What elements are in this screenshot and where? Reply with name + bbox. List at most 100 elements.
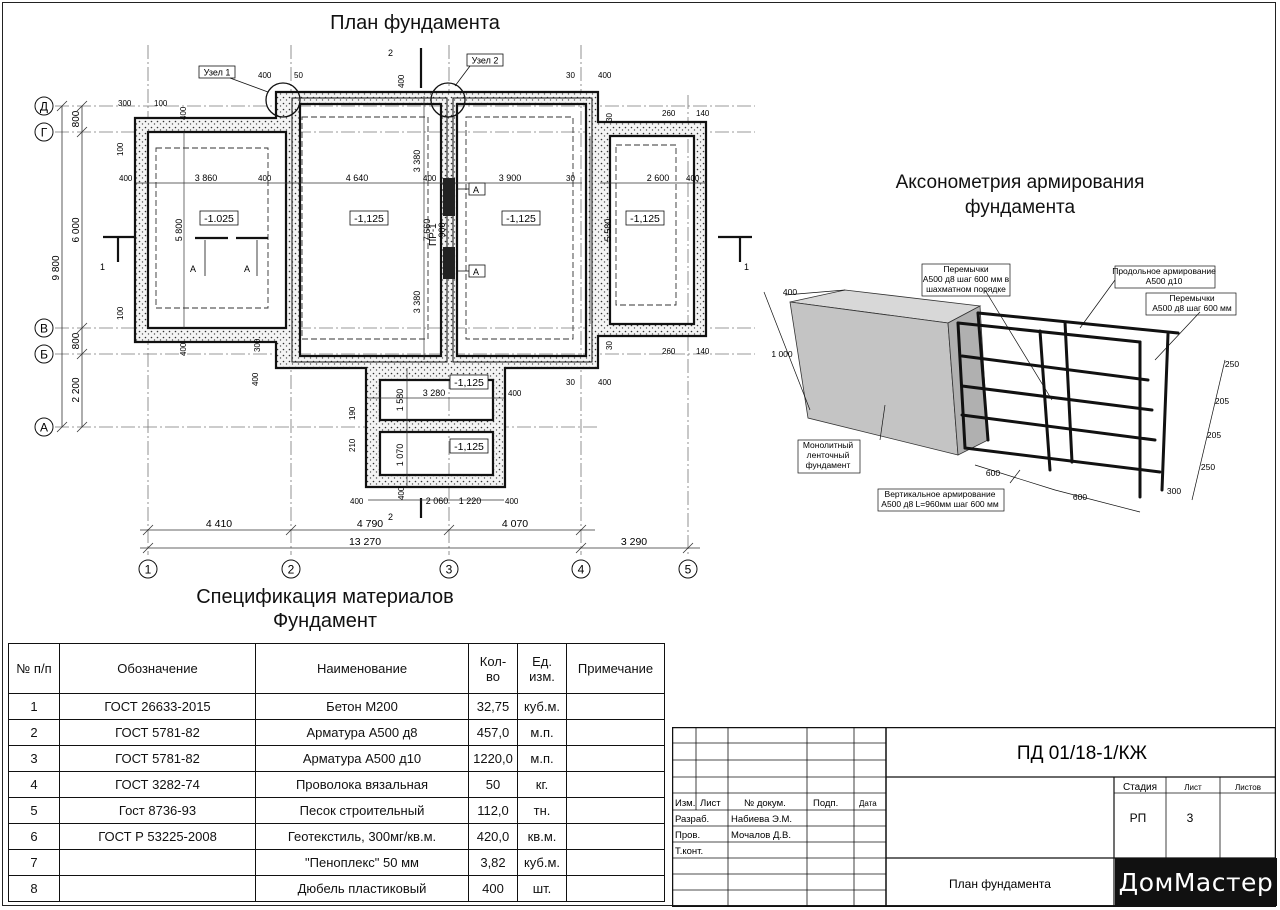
axis-2: 2 [288,563,295,577]
bottom-dim-chain [140,524,700,554]
svg-text:300: 300 [118,99,132,108]
wall-pier-top [443,178,455,216]
axis-5: 5 [685,563,692,577]
svg-text:300: 300 [253,338,262,352]
spec-col-name: Наименование [255,643,469,694]
axo-title-line2: фундамента [964,197,1076,218]
room-dim-r6: 2 060 [426,496,449,506]
wall-pier-bottom [443,247,455,279]
bottom-dim-1: 4 410 [206,518,232,530]
axo-title: Аксонометрия армирования фундамента [860,170,1180,220]
svg-text:400: 400 [350,497,364,506]
svg-text:100: 100 [154,99,168,108]
svg-text:400: 400 [119,174,133,183]
room-h6: 1 070 [395,444,405,467]
stamp-sheets-label: Листов [1235,783,1261,792]
svg-text:100: 100 [116,306,125,320]
svg-text:50: 50 [294,71,303,80]
spec-table: № п/п Обозначение Наименование Кол-во Ед… [8,643,665,902]
node2-label: Узел 2 [472,56,499,66]
room-h3b: 3 380 [412,291,422,314]
room-dim-r4: 2 600 [647,173,670,183]
svg-text:400: 400 [397,74,406,88]
spec-col-num: № п/п [8,643,60,694]
axis-b: Б [40,348,48,362]
left-dim-3: 800 [71,332,82,349]
stamp-sheet: 3 [1187,811,1194,825]
stamp-name-prov: Мочалов Д.В. [731,830,791,841]
stamp-sheet-title: План фундамента [949,877,1051,891]
inner-outlines [291,97,593,363]
room-dims: 3 860 4 640 3 900 2 600 3 280 2 060 1 22… [195,173,670,506]
svg-text:30: 30 [566,378,575,387]
level-3: -1,125 [506,213,536,225]
section-1-left: 1 [100,262,105,272]
room-h2: 7 660 [422,219,432,242]
bottom-dim-2: 4 790 [357,518,383,530]
room-dim-r6b: 1 220 [459,496,482,506]
svg-text:400: 400 [598,71,612,80]
level-2: -1,125 [354,213,384,225]
title-block: Изм. Лист № докум. Подп. Дата Разраб. На… [672,727,1276,907]
spec-col-unit: Ед. изм. [517,643,567,694]
section-a-1: А [190,264,196,274]
node2-circle [430,82,466,118]
room-h5: 1 580 [395,389,405,412]
bottom-dim-total: 13 270 [349,536,381,548]
level-4: -1,125 [630,213,660,225]
left-dim-total: 9 800 [51,255,62,280]
node1-circle [265,82,301,118]
section-2-bottom: 2 [388,512,393,522]
room-dim-r2: 4 640 [346,173,369,183]
svg-text:400: 400 [258,174,272,183]
left-dim-2: 6 000 [71,217,82,242]
wall-opening-label: ПР-1 [428,223,439,246]
left-dim-1: 800 [71,110,82,127]
level-6: -1,125 [454,441,484,453]
svg-text:400: 400 [598,378,612,387]
svg-text:400: 400 [423,174,437,183]
room-dim-r5: 3 280 [423,388,446,398]
axis-1: 1 [145,563,152,577]
svg-text:140: 140 [696,347,710,356]
svg-text:260: 260 [662,347,676,356]
left-dim-chain [56,100,88,433]
svg-text:30: 30 [566,174,575,183]
stamp-col-doc: № докум. [744,798,786,809]
stamp-row-tkont: Т.конт. [675,846,703,857]
spec-title-line2: Фундамент [272,610,378,632]
room-h3a: 3 380 [412,150,422,173]
room-h1: 5 800 [174,219,184,242]
section-a-2: А [244,264,250,274]
spec-col-designation: Обозначение [59,643,256,694]
axis-g: Г [41,126,48,140]
room-heights: 5 800 7 660 3 380 3 380 900 5 580 1 580 … [174,150,613,467]
room-dim-r3: 3 900 [499,173,522,183]
company-logo: ДомМастер [1115,858,1277,906]
section-a-4: А [473,267,479,277]
stamp-col-sign: Подп. [813,798,838,809]
spec-col-qty: Кол-во [468,643,518,694]
axis-4: 4 [578,563,585,577]
svg-text:140: 140 [696,109,710,118]
room-dim-lines [136,96,706,501]
svg-text:400: 400 [505,497,519,506]
svg-text:400: 400 [251,372,260,386]
stamp-row-razrab: Разраб. [675,814,709,825]
plan-title: План фундамента [330,12,500,34]
bottom-dim-3: 4 070 [502,518,528,530]
svg-text:100: 100 [116,142,125,156]
section-1-right: 1 [744,262,749,272]
bottom-dims: 4 410 4 790 4 070 13 270 3 290 [206,518,647,548]
section-a-3: А [473,185,479,195]
stamp-col-izm: Изм. [675,798,695,809]
axo-title-line1: Аксонометрия армирования [895,172,1145,193]
stamp-stage-label: Стадия [1123,782,1157,793]
axis-labels: 1 2 3 4 5 Д Г В Б А [40,100,692,577]
